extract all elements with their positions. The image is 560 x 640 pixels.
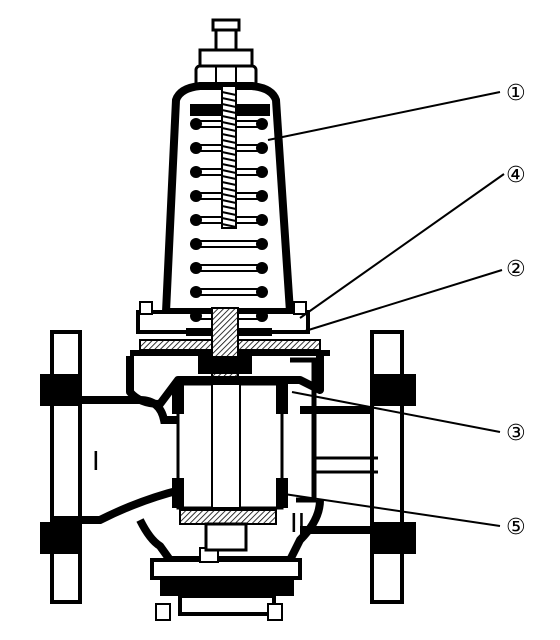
screw-thread [221, 115, 237, 120]
screw-thread [221, 157, 237, 162]
screw-thread [221, 205, 237, 210]
screw-thread [221, 127, 237, 132]
screw-rod [221, 85, 237, 229]
screw-thread [221, 145, 237, 150]
callout-2: ② [506, 257, 526, 282]
valve-stem [198, 307, 252, 389]
screw-thread [221, 133, 237, 138]
callout-1: ① [506, 81, 526, 106]
callout-4: ④ [506, 163, 526, 188]
spring-coil-band [195, 264, 263, 272]
screw-thread [221, 103, 237, 108]
screw-thread [221, 109, 237, 114]
screw-thread [221, 217, 237, 222]
callout-3: ③ [506, 421, 526, 446]
leader-lines [267, 91, 505, 527]
screw-thread [221, 91, 237, 96]
adjusting-screw [194, 18, 258, 88]
inlet-port-label: I [92, 447, 100, 477]
screw-thread [221, 199, 237, 204]
screw-thread [221, 211, 237, 216]
screw-thread [221, 169, 237, 174]
screw-thread [221, 139, 237, 144]
spring-coil-band [195, 288, 263, 296]
pilot-tube [290, 357, 378, 503]
screw-thread [221, 97, 237, 102]
spring-coil-band [195, 240, 263, 248]
screw-thread [221, 175, 237, 180]
screw-thread [221, 181, 237, 186]
callout-5: ⑤ [506, 515, 526, 540]
screw-thread [221, 187, 237, 192]
screw-thread [221, 163, 237, 168]
screw-thread [221, 121, 237, 126]
screw-thread [221, 193, 237, 198]
screw-thread [221, 223, 237, 228]
main-valve-cylinder [172, 382, 288, 552]
outlet-port-label: II [290, 509, 305, 539]
screw-thread [221, 151, 237, 156]
